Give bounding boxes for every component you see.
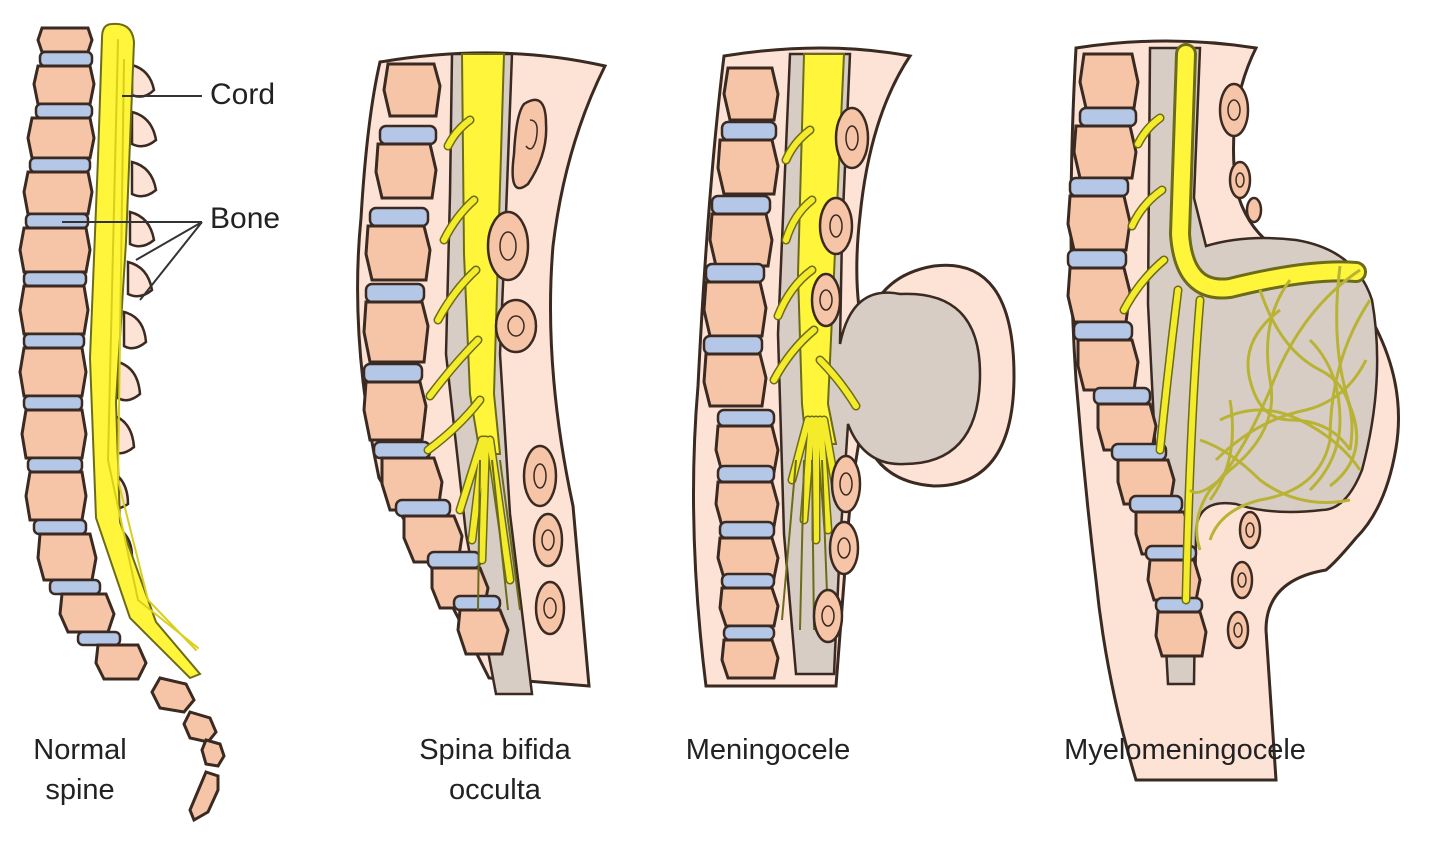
paraspinal-muscles xyxy=(810,106,870,644)
occulta-panel xyxy=(356,51,608,696)
meningocele-panel xyxy=(692,46,1016,688)
caption-line: Spina bifida xyxy=(419,734,571,766)
caption-line: occulta xyxy=(449,774,541,806)
paraspinal-muscles xyxy=(1218,82,1263,650)
caption-myelomeningocele: Myelomeningocele xyxy=(1040,730,1330,770)
vertebral-column xyxy=(702,66,780,680)
spinal-cord xyxy=(769,53,861,631)
caption-spina-bifida-occulta: Spina bifida occulta xyxy=(400,730,590,810)
normal-spine-panel xyxy=(18,22,226,823)
spinal-cord xyxy=(423,53,521,611)
paraspinal-muscles xyxy=(486,98,566,636)
caption-line: spine xyxy=(45,774,115,806)
caption-line: Normal xyxy=(33,734,127,766)
caption-normal-spine: Normal spine xyxy=(10,730,150,810)
vertebral-column xyxy=(1066,52,1208,658)
myelomeningocele-panel xyxy=(1066,39,1400,782)
vertebral-column xyxy=(18,26,148,681)
bone-leader xyxy=(62,221,203,301)
dura-sac xyxy=(1146,46,1379,686)
coccyx xyxy=(150,676,226,823)
exposed-nerve-roots xyxy=(1188,265,1372,551)
spinal-cord xyxy=(88,22,202,680)
spinal-cord xyxy=(1119,43,1367,605)
caption-line: Meningocele xyxy=(685,734,851,766)
cord-label: Cord xyxy=(210,78,276,111)
caption-meningocele: Meningocele xyxy=(668,730,868,770)
vertebral-column xyxy=(362,62,510,656)
caption-line: Myelomeningocele xyxy=(1064,734,1306,766)
bone-label: Bone xyxy=(210,202,281,235)
